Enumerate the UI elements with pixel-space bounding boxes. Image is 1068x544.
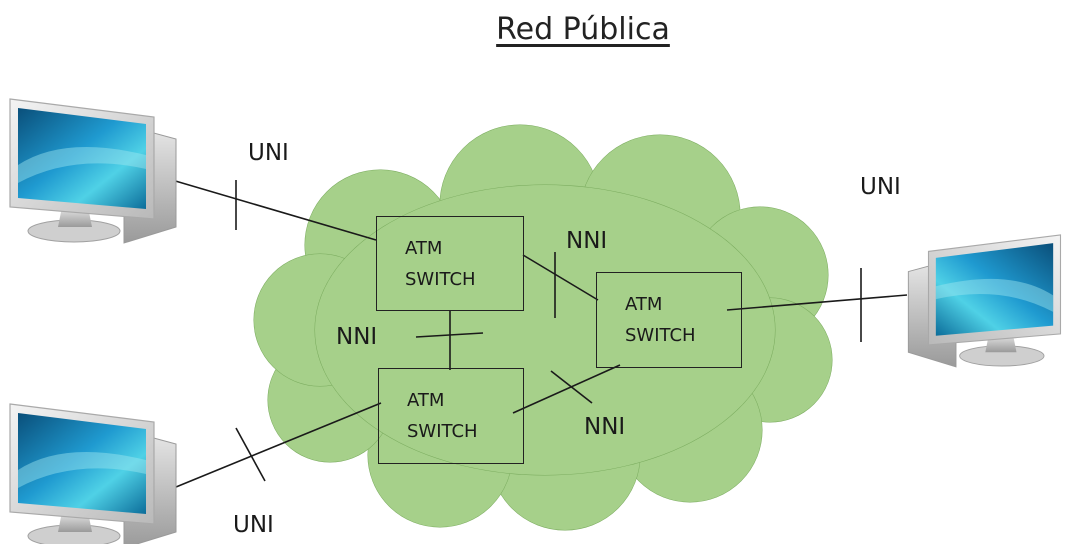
- uni-label-right: UNI: [860, 174, 901, 200]
- uni-label-top-left: UNI: [248, 140, 289, 166]
- nni-label-bottom: NNI: [584, 414, 626, 440]
- atm-switch-line1: ATM: [625, 294, 663, 315]
- diagram-title: Red Pública: [496, 12, 670, 47]
- atm-switch-3: ATM SWITCH: [378, 368, 524, 464]
- atm-switch-2: ATM SWITCH: [596, 272, 742, 368]
- uni-tick-bottom-left: [235, 427, 266, 482]
- atm-switch-line2: SWITCH: [405, 268, 476, 290]
- nni-label-top: NNI: [566, 228, 608, 254]
- computer-monitor-icon: [9, 98, 177, 244]
- link-pc1-switch1: [171, 179, 377, 241]
- nni-label-left: NNI: [336, 324, 378, 350]
- nni-tick-left: [415, 332, 484, 338]
- connection-lines: [171, 179, 908, 488]
- atm-switch-1: ATM SWITCH: [376, 216, 524, 311]
- link-switch2-switch3: [512, 364, 621, 414]
- link-switch2-pc2: [726, 294, 908, 311]
- atm-switch-line2: SWITCH: [407, 421, 478, 442]
- link-switch1-switch2: [522, 254, 599, 301]
- computer-monitor-icon: [9, 403, 177, 544]
- uni-label-bottom-left: UNI: [233, 512, 274, 538]
- atm-switch-line2: SWITCH: [625, 325, 696, 346]
- atm-switch-line1: ATM: [407, 390, 445, 411]
- link-pc3-switch3: [175, 402, 382, 488]
- computer-monitor-icon: [907, 234, 1062, 368]
- atm-switch-line1: ATM: [405, 237, 443, 259]
- public-network-cloud: [253, 124, 833, 531]
- nni-tick-bottom: [550, 370, 593, 404]
